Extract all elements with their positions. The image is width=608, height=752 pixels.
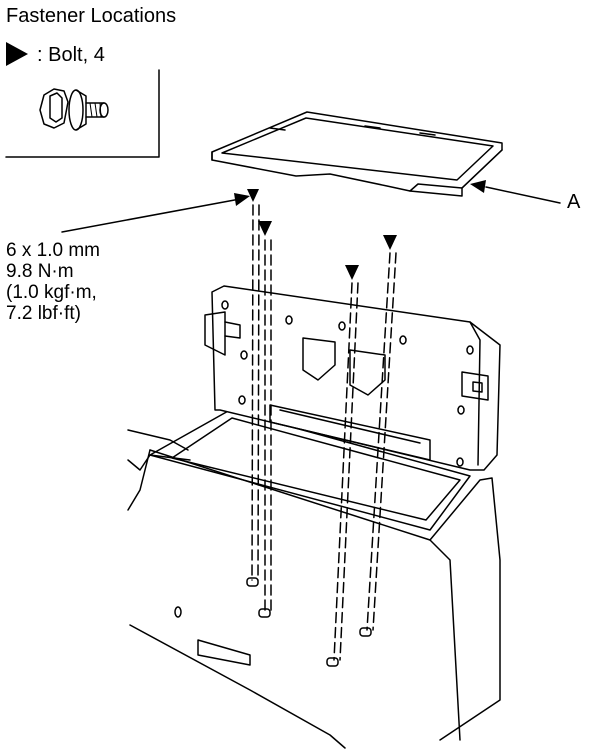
torque-nm: 9.8 N·m bbox=[6, 261, 74, 282]
torque-lbfft: 7.2 lbf·ft) bbox=[6, 303, 81, 324]
console-lid bbox=[204, 285, 501, 471]
spec-leader bbox=[61, 198, 241, 233]
page-title: Fastener Locations bbox=[6, 5, 177, 27]
legend-box bbox=[5, 42, 160, 158]
torque-kgfm: (1.0 kgf·m, bbox=[6, 282, 97, 303]
bolt-size: 6 x 1.0 mm bbox=[6, 240, 100, 261]
bolt-marker-icon bbox=[6, 42, 28, 66]
console-body bbox=[127, 409, 501, 749]
callout-a-arrow-icon bbox=[470, 180, 486, 193]
alignment-lines bbox=[251, 204, 397, 661]
callout-a-label: A bbox=[567, 191, 581, 213]
bolt-marker-icon bbox=[383, 235, 397, 250]
spec-leader-arrow-icon bbox=[234, 193, 250, 206]
torque-spec: 6 x 1.0 mm 9.8 N·m (1.0 kgf·m, 7.2 lbf·f… bbox=[6, 240, 100, 324]
bolt-marker-icon bbox=[258, 221, 272, 236]
bolt-icon bbox=[39, 88, 109, 131]
cover-plate-a bbox=[211, 111, 503, 197]
bolt-marker-icon bbox=[345, 265, 359, 280]
bolt-holes bbox=[246, 577, 372, 667]
callout-a-leader bbox=[485, 186, 561, 204]
bolt-marker-icon bbox=[247, 189, 259, 202]
legend-label: : Bolt, 4 bbox=[37, 44, 105, 66]
